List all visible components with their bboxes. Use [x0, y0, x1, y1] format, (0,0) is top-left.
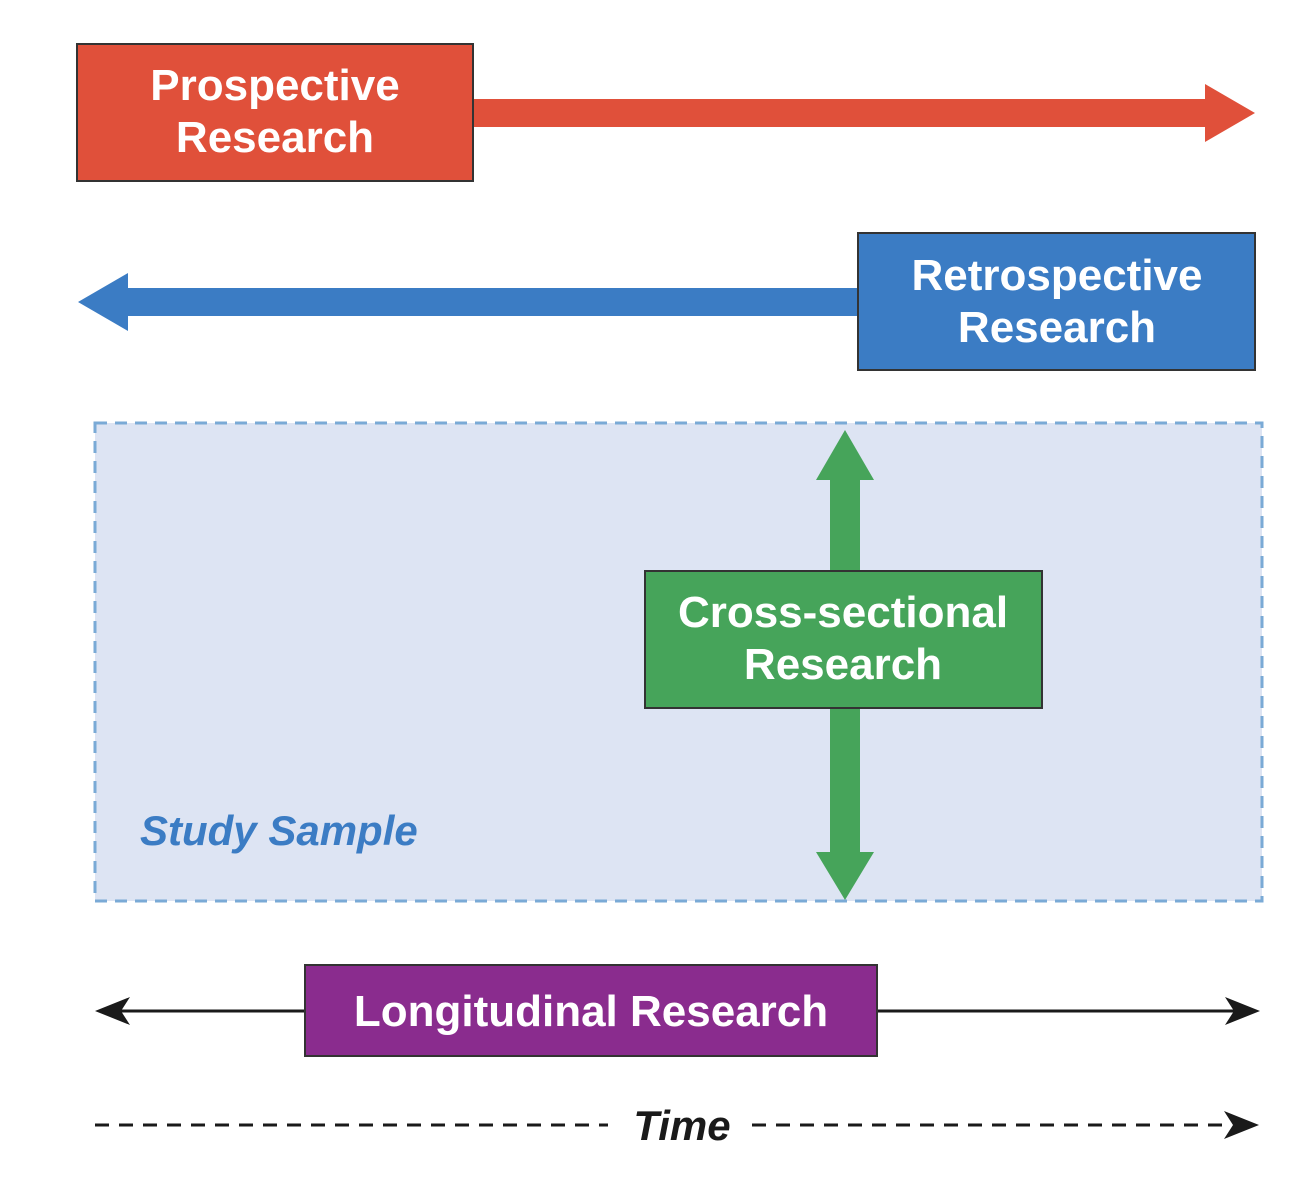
retrospective-research: Retrospective Research [78, 232, 1256, 371]
prospective-research: Prospective Research [76, 43, 1255, 182]
prospective-arrow-shaft [470, 99, 1210, 127]
prospective-label-line1: Prospective [150, 61, 399, 110]
cross-sectional-box [644, 570, 1043, 709]
cross-sectional-label-line1: Cross-sectional [678, 588, 1008, 637]
retrospective-box [857, 232, 1256, 371]
longitudinal-box [304, 964, 878, 1057]
time-arrow-head [1224, 1111, 1259, 1139]
longitudinal-arrow-head-left [95, 997, 130, 1025]
retrospective-arrow-shaft [122, 288, 862, 316]
retrospective-label-line2: Research [958, 303, 1156, 352]
longitudinal-research: Longitudinal Research [95, 964, 1260, 1057]
cross-sectional-arrow-head-up [816, 430, 874, 480]
time-axis: Time [95, 1102, 1259, 1149]
longitudinal-label: Longitudinal Research [354, 987, 828, 1036]
retrospective-label-line1: Retrospective [911, 251, 1202, 300]
prospective-label-line2: Research [176, 113, 374, 162]
prospective-box [76, 43, 474, 182]
longitudinal-arrow-head-right [1225, 997, 1260, 1025]
time-label: Time [633, 1102, 730, 1149]
cross-sectional-label-line2: Research [744, 640, 942, 689]
cross-sectional-arrow-head-down [816, 852, 874, 900]
prospective-arrow-head [1205, 84, 1255, 142]
cross-sectional-research: Cross-sectional Research [644, 430, 1043, 900]
study-sample-label: Study Sample [140, 807, 418, 854]
retrospective-arrow-head [78, 273, 128, 331]
